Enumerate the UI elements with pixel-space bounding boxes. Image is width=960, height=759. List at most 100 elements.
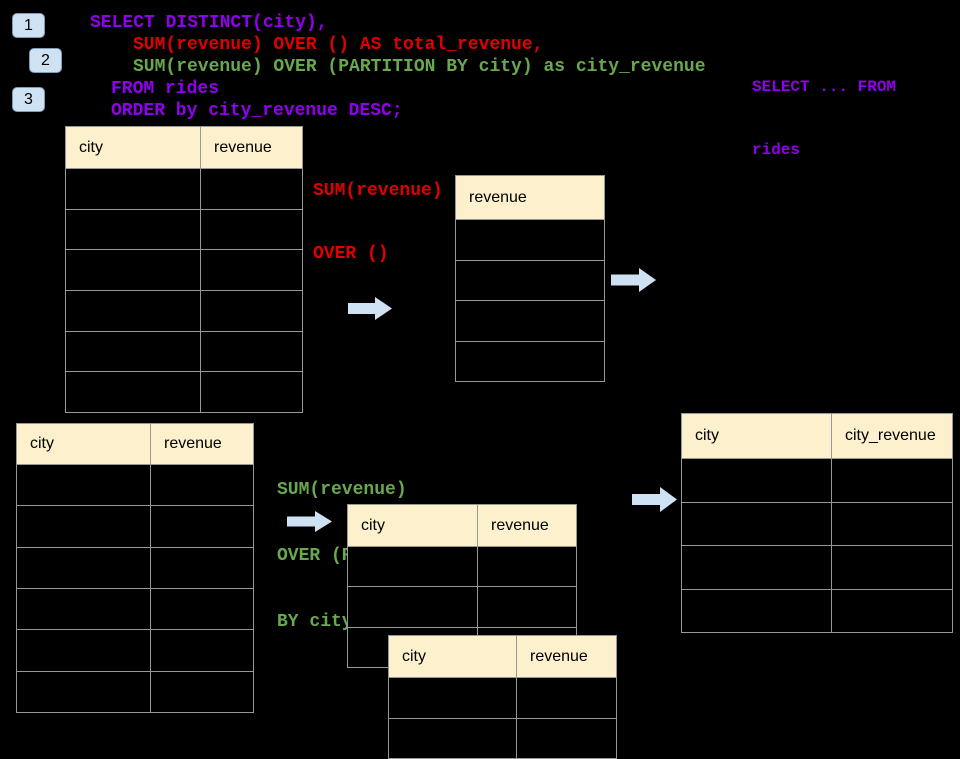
empty-cell — [831, 501, 953, 546]
empty-cell — [150, 546, 254, 589]
arrow-right-icon — [348, 297, 392, 320]
empty-cell — [16, 670, 151, 714]
table-row — [347, 586, 577, 628]
table-row — [16, 546, 254, 589]
table-row — [455, 219, 605, 261]
empty-cell — [16, 546, 151, 589]
empty-cell — [200, 249, 303, 291]
slide-canvas: { "badges": [ {"label": "1"}, {"label": … — [12, 13, 953, 759]
table-row — [681, 501, 953, 546]
column-header: city_revenue — [831, 413, 953, 459]
empty-cell — [681, 458, 832, 503]
empty-cell — [65, 330, 201, 373]
table-row — [16, 587, 254, 631]
column-header: city — [65, 126, 201, 169]
empty-cell — [455, 300, 605, 342]
annotation-line: SUM(revenue) — [277, 480, 407, 500]
empty-cell — [16, 505, 151, 548]
annotation-line: SELECT ... FROM — [752, 78, 897, 96]
empty-cell — [200, 330, 303, 373]
empty-cell — [16, 629, 151, 672]
table-row — [388, 677, 617, 719]
table-row — [388, 717, 617, 759]
empty-cell — [455, 340, 605, 382]
table-row — [681, 458, 953, 503]
column-header: revenue — [200, 126, 303, 169]
table-total-result: revenue — [455, 175, 605, 382]
sql-line-partition: SUM(revenue) OVER (PARTITION BY city) as… — [133, 57, 706, 77]
empty-cell — [65, 289, 201, 332]
annotation-line: SUM(revenue) — [313, 181, 443, 201]
table-row — [65, 208, 303, 251]
empty-cell — [831, 458, 953, 503]
arrow-right-icon — [287, 511, 332, 532]
arrow-right-icon — [611, 268, 656, 292]
table-row — [65, 371, 303, 413]
empty-cell — [455, 219, 605, 261]
table-row — [681, 545, 953, 590]
empty-cell — [681, 545, 832, 590]
column-header: city — [347, 504, 478, 547]
arrow-right-icon — [632, 487, 677, 512]
table-row — [16, 463, 254, 507]
empty-cell — [65, 249, 201, 291]
empty-cell — [16, 587, 151, 631]
empty-cell — [516, 717, 617, 759]
annotation-line: OVER () — [313, 244, 389, 264]
annotation-line: rides — [752, 141, 801, 159]
empty-cell — [831, 588, 953, 633]
table-row — [65, 289, 303, 332]
empty-cell — [681, 588, 832, 633]
sql-line-from: FROM rides — [111, 79, 220, 99]
table-row — [16, 629, 254, 672]
empty-cell — [150, 629, 254, 672]
empty-cell — [455, 259, 605, 301]
empty-cell — [200, 168, 303, 210]
sql-line-order: ORDER by city_revenue DESC; — [111, 101, 403, 121]
column-header: revenue — [516, 635, 617, 678]
empty-cell — [150, 505, 254, 548]
header-row: revenue — [455, 175, 605, 220]
column-header: revenue — [477, 504, 577, 547]
empty-cell — [347, 586, 478, 628]
empty-cell — [200, 289, 303, 332]
empty-cell — [831, 545, 953, 590]
empty-cell — [347, 545, 478, 588]
column-header: city — [16, 423, 151, 465]
empty-cell — [150, 463, 254, 507]
sql-line-total: SUM(revenue) OVER () AS total_revenue, — [133, 35, 544, 55]
empty-cell — [477, 545, 577, 588]
table-row — [65, 249, 303, 291]
column-header: city — [388, 635, 517, 678]
column-header: revenue — [455, 175, 605, 220]
sql-line-select: SELECT DISTINCT(city), — [90, 13, 328, 33]
empty-cell — [150, 670, 254, 714]
empty-cell — [388, 717, 517, 759]
empty-cell — [388, 677, 517, 719]
table-row — [455, 300, 605, 342]
step-badge-3: 3 — [12, 87, 45, 112]
column-header: city — [681, 413, 832, 459]
empty-cell — [65, 371, 201, 413]
table-row — [455, 259, 605, 301]
column-header: revenue — [150, 423, 254, 465]
table-row — [681, 588, 953, 633]
empty-cell — [65, 208, 201, 251]
table-row — [65, 168, 303, 210]
empty-cell — [477, 586, 577, 628]
table-row — [347, 545, 577, 588]
empty-cell — [200, 371, 303, 413]
empty-cell — [681, 501, 832, 546]
step-badge-2: 2 — [29, 48, 62, 73]
table-row — [65, 330, 303, 373]
empty-cell — [200, 208, 303, 251]
empty-cell — [150, 587, 254, 631]
